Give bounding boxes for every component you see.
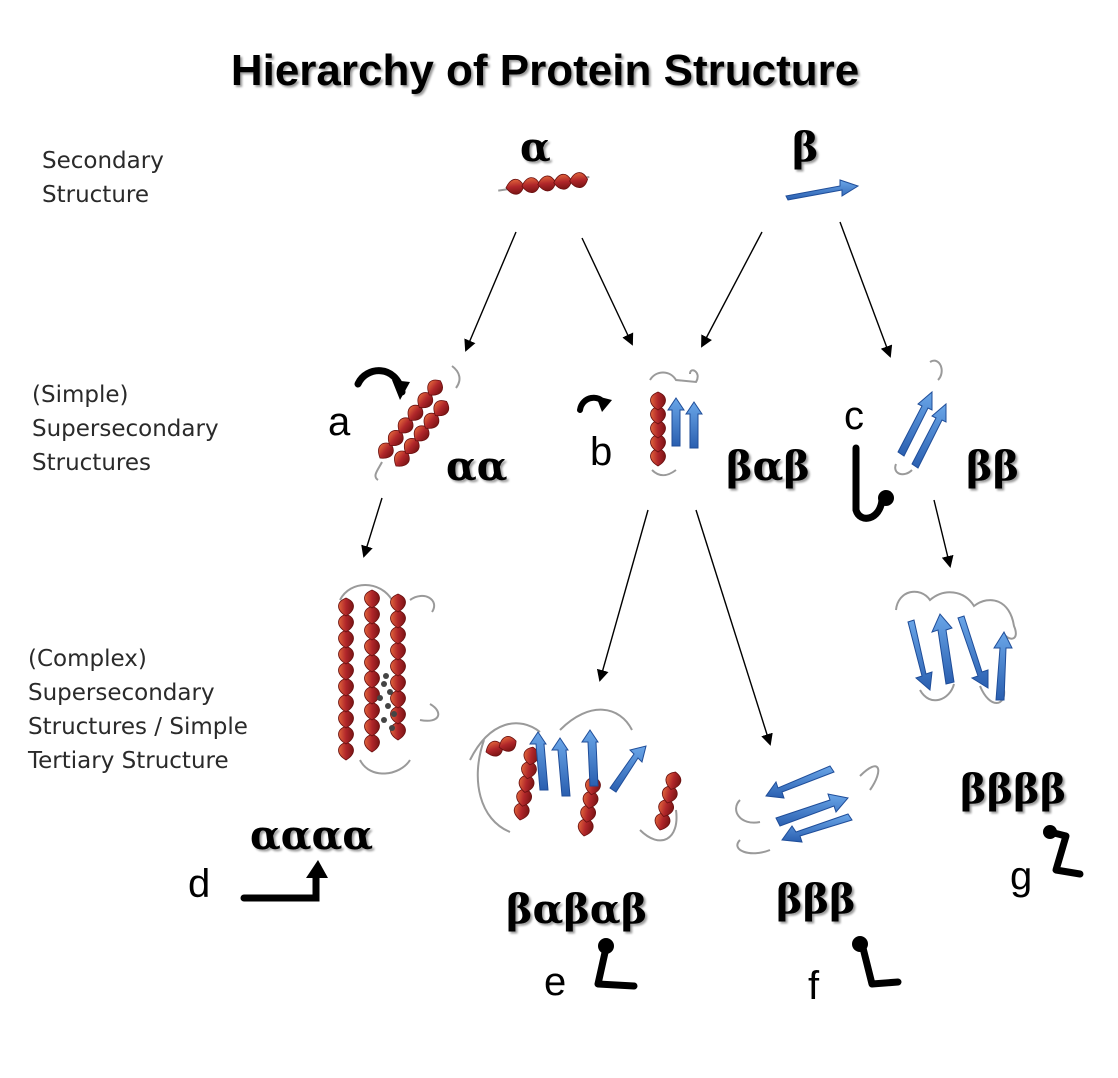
symbol-alpha-x4: αααα: [250, 812, 374, 859]
beta-alpha-beta-image: [649, 369, 703, 477]
label-complex-supersecondary: (Complex) Supersecondary Structures / Si…: [28, 642, 248, 778]
bent-arrow-f-icon: [858, 940, 902, 988]
beta-x4-sheet-image: [895, 590, 1017, 704]
alpha-alpha-image: [373, 365, 461, 481]
symbol-beta-beta: ββ: [966, 443, 1020, 490]
curved-arrow-a-head-icon: [392, 380, 410, 400]
bent-arrow-e-icon: [594, 944, 638, 990]
curved-arrow-c-icon: [852, 444, 886, 522]
letter-b: b: [590, 430, 613, 474]
arrow-beta-to-bb: [839, 221, 893, 358]
curved-arrow-b-head-icon: [596, 396, 612, 412]
letter-a: a: [328, 400, 351, 444]
symbol-beta-alpha-beta-alpha-beta: βαβαβ: [506, 886, 648, 933]
bent-arrow-f-dot-icon: [852, 936, 868, 952]
bent-arrow-d-head-icon: [306, 860, 328, 878]
alpha-helix-image: [498, 171, 590, 196]
symbol-beta-x4: ββββ: [960, 766, 1067, 813]
letter-c: c: [844, 394, 864, 438]
beta-alpha-beta-alpha-beta-image: [469, 708, 684, 842]
bent-arrow-g-icon: [1046, 828, 1084, 878]
bent-arrow-e-dot-icon: [598, 938, 614, 954]
symbol-beta: β: [792, 124, 819, 171]
letter-d: d: [188, 862, 211, 906]
label-simple-supersecondary: (Simple) Supersecondary Structures: [32, 378, 219, 480]
arrow-bb-to-bbbb: [933, 499, 954, 568]
arrow-beta-to-bab: [701, 231, 763, 348]
letter-f: f: [808, 964, 820, 1008]
label-secondary-structure: Secondary Structure: [42, 144, 164, 212]
label-line: Structures / Simple: [28, 714, 248, 740]
arrow-alpha-to-bab: [581, 237, 634, 346]
diagram-title: Hierarchy of Protein Structure: [230, 46, 860, 95]
label-line: Structures: [32, 450, 151, 476]
letter-g: g: [1010, 854, 1033, 898]
bent-arrow-d-icon: [240, 870, 320, 902]
symbol-alpha-alpha: αα: [446, 443, 508, 490]
bent-arrow-g-dot-icon: [1043, 825, 1057, 839]
symbol-beta-x3: βββ: [776, 876, 856, 923]
symbol-alpha: α: [520, 124, 551, 171]
arrow-aa-to-aaaa: [361, 497, 383, 558]
four-helix-bundle-image: [338, 584, 440, 775]
beta-x3-sheet-image: [735, 765, 880, 855]
label-line: (Complex): [28, 646, 147, 672]
beta-beta-image: [894, 359, 947, 476]
label-line: Supersecondary: [32, 416, 219, 442]
label-line: Secondary: [42, 148, 164, 174]
label-line: Supersecondary: [28, 680, 215, 706]
letter-e: e: [544, 960, 567, 1004]
label-line: (Simple): [32, 382, 129, 408]
arrow-bab-to-bbb: [695, 509, 773, 746]
label-line: Tertiary Structure: [28, 748, 229, 774]
connector-arrows: [361, 221, 954, 746]
label-line: Structure: [42, 182, 149, 208]
symbol-beta-alpha-beta: βαβ: [726, 443, 810, 490]
arrow-bab-to-babab: [596, 509, 649, 682]
beta-strand-image: [785, 179, 860, 201]
curved-arrow-c-dot-icon: [878, 490, 894, 506]
arrow-alpha-to-aa: [464, 231, 517, 352]
